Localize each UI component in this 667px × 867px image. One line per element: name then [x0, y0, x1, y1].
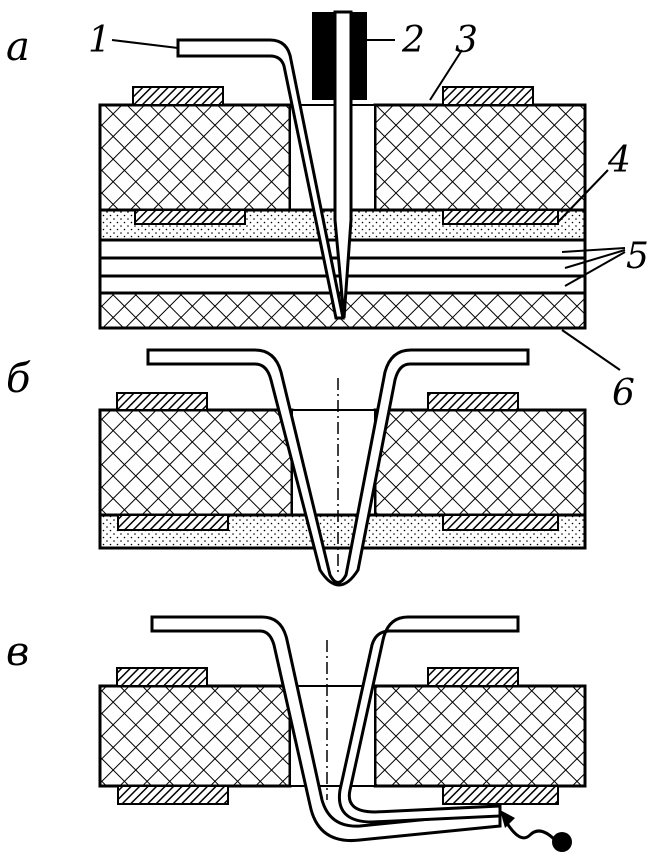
pad-inner-left-a	[134, 209, 246, 225]
board-left-c	[98, 684, 292, 788]
callout-1: 1	[88, 20, 111, 61]
board-top-left	[98, 103, 292, 212]
panel-c	[98, 615, 587, 852]
board-right-c	[373, 684, 587, 788]
spark-arrow-head	[500, 810, 515, 828]
pad-top-left-b	[116, 392, 208, 411]
ball-electrode	[552, 832, 572, 852]
spark-arrow	[503, 819, 557, 842]
wire-loop-b	[146, 348, 530, 587]
panel-label-b: б	[6, 356, 31, 402]
board-top-right	[373, 103, 587, 212]
panel-b	[98, 348, 587, 587]
panel-a	[98, 10, 626, 371]
panel-label-a: а	[6, 24, 30, 70]
callout-6: 6	[612, 373, 635, 414]
pad-inner-right-a	[442, 209, 559, 225]
pad-top-right-c	[427, 667, 519, 687]
pad-top-right-a	[442, 86, 534, 106]
pad-inner-right-b	[442, 514, 559, 531]
callout-2: 2	[401, 20, 425, 61]
wire-a	[176, 38, 345, 320]
callout-5: 5	[626, 236, 649, 277]
pad-inner-left-b	[117, 514, 229, 531]
board-left-b	[98, 408, 294, 517]
board-right-b	[373, 408, 587, 517]
pad-bottom-left-c	[117, 785, 229, 805]
pad-bottom-right-c	[442, 785, 559, 805]
pad-top-left-c	[116, 667, 208, 687]
callout-4: 4	[607, 140, 631, 181]
pad-top-right-b	[427, 392, 519, 411]
callout-3: 3	[455, 20, 478, 61]
wire-fold-c-right	[337, 615, 520, 824]
panel-label-c: в	[6, 629, 29, 675]
pad-top-left-a	[132, 86, 224, 106]
needle	[333, 10, 353, 319]
